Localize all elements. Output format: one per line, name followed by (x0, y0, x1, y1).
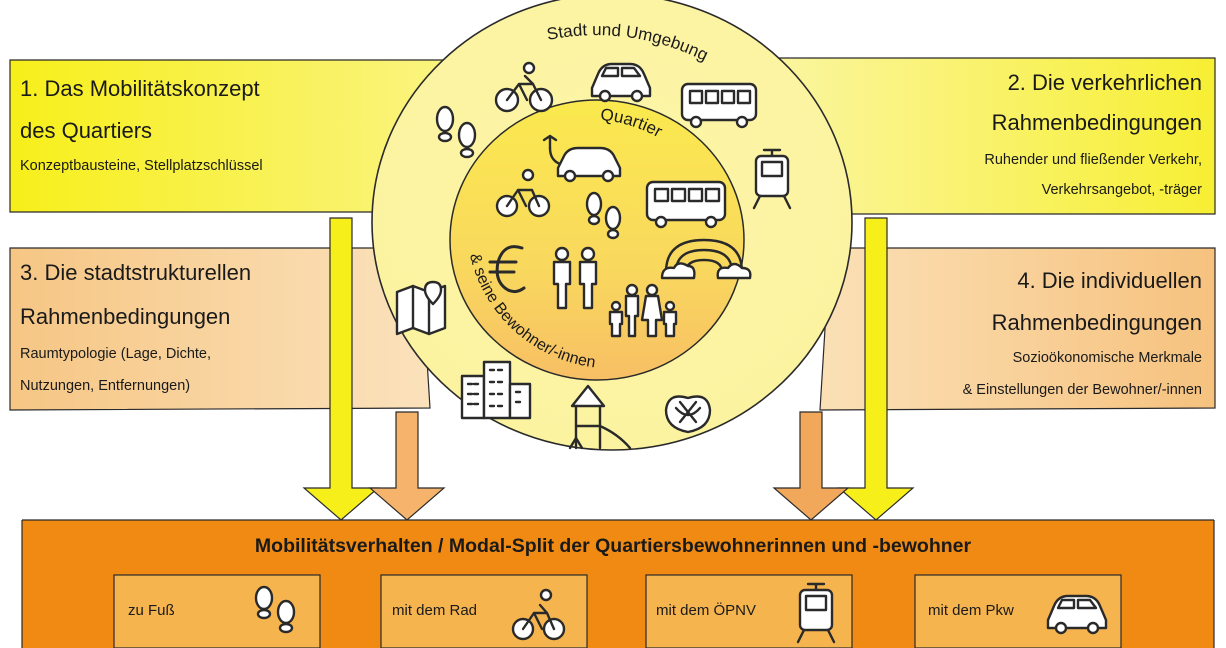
box-3-title-line1: 3. Die stadtstrukturellen (20, 260, 252, 285)
couple-icon (552, 246, 598, 310)
arrow-peach-right (772, 411, 850, 521)
box-4-title-line2: Rahmenbedingungen (991, 310, 1202, 335)
mode-label-walk: zu Fuß (128, 602, 175, 619)
modal-split-title: Mobilitätsverhalten / Modal-Split der Qu… (254, 535, 972, 557)
box-2-subtitle-line2: Verkehrsangebot, -träger (1041, 182, 1202, 198)
box-2-title-line2: Rahmenbedingungen (991, 110, 1202, 135)
car-icon (1046, 594, 1108, 635)
box-4-subtitle-line2: & Einstellungen der Bewohner/-innen (962, 382, 1202, 398)
mode-label-car: mit dem Pkw (928, 602, 1014, 619)
arrow-yellow-right (837, 217, 915, 521)
arrow-yellow-left (302, 217, 380, 521)
bottom-panel (21, 519, 1215, 648)
bus-icon (645, 180, 727, 229)
footprints-icon (585, 191, 622, 240)
box-1-title-line2: des Quartiers (20, 118, 153, 143)
bicycle-icon (495, 168, 551, 218)
box-2-subtitle-line1: Ruhender und fließender Verkehr, (984, 152, 1202, 168)
box-1-title-line1: 1. Das Mobilitätskonzept (20, 76, 260, 101)
euro-icon (488, 245, 526, 294)
bus-icon (680, 82, 758, 129)
box-3-title-line2: Rahmenbedingungen (20, 304, 231, 329)
mode-label-bike: mit dem Rad (392, 602, 478, 619)
footprints-icon (435, 105, 477, 159)
pretzel-icon (664, 395, 712, 434)
bicycle-icon (494, 61, 554, 113)
buildings-icon (460, 360, 532, 420)
tram-icon (796, 582, 836, 644)
playground-icon (568, 384, 632, 450)
car-icon (590, 62, 652, 103)
electric-car-icon (542, 134, 622, 183)
box-3-subtitle-line1: Raumtypologie (Lage, Dichte, (20, 346, 212, 362)
box-3-subtitle-line2: Nutzungen, Entfernungen) (20, 378, 191, 394)
bicycle-icon (511, 588, 566, 641)
footprints-icon (254, 585, 296, 634)
band-middle (9, 247, 1216, 411)
mode-label-public-transport: mit dem ÖPNV (656, 602, 757, 619)
box-4-title-line1: 4. Die individuellen (1017, 268, 1202, 293)
family-icon (608, 283, 678, 338)
box-4-subtitle-line1: Sozioökonomische Merkmale (1012, 350, 1202, 366)
tram-icon (752, 148, 792, 210)
arrow-peach-left (368, 411, 446, 521)
box-1-subtitle: Konzeptbausteine, Stellplatzschlüssel (20, 158, 263, 174)
rainbow-icon (660, 238, 752, 280)
box-2-title-line1: 2. Die verkehrlichen (1007, 70, 1202, 95)
map-icon (395, 280, 447, 336)
